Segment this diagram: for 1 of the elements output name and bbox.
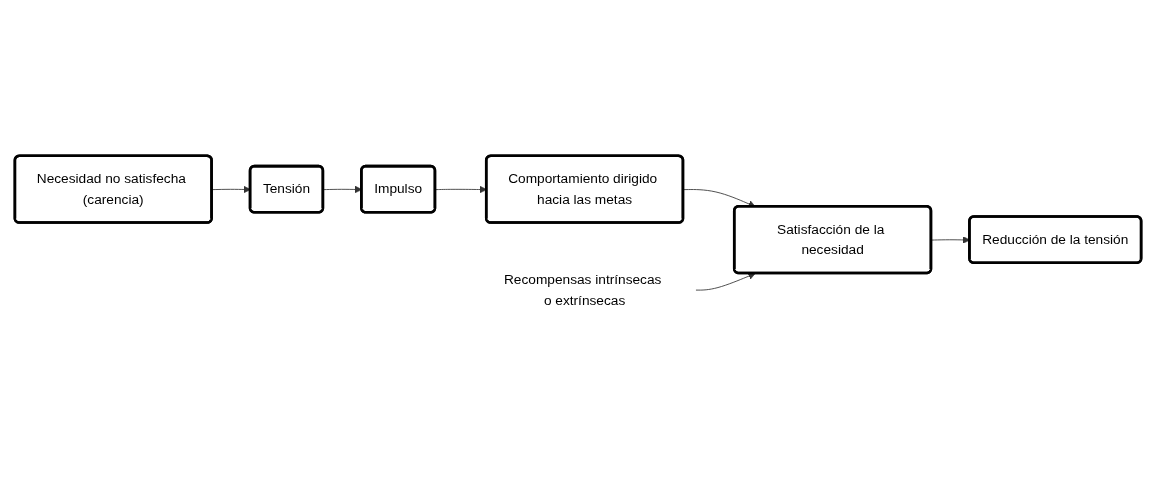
node-text: Recompensas intrínsecas o extrínsecas [503,271,662,308]
